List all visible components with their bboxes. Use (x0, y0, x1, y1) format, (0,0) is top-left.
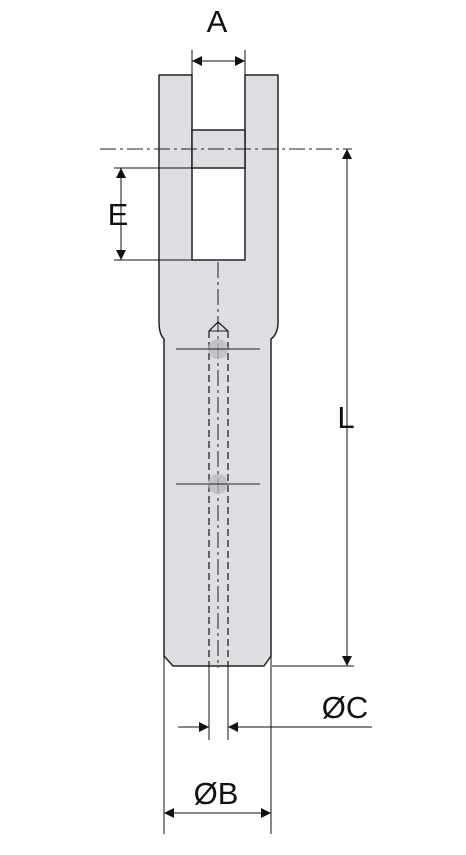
dim-label-a: A (207, 4, 228, 39)
dim-label-c: ØC (322, 690, 369, 725)
dimension-l (272, 149, 354, 667)
dimension-c (178, 666, 372, 740)
dimension-a (191, 50, 246, 75)
hidden-bore (208, 331, 229, 666)
dimension-b (163, 656, 272, 834)
dim-label-e: E (108, 197, 129, 232)
dim-label-l: L (337, 400, 354, 435)
dim-label-b: ØB (194, 776, 239, 811)
dimension-e (114, 167, 192, 261)
